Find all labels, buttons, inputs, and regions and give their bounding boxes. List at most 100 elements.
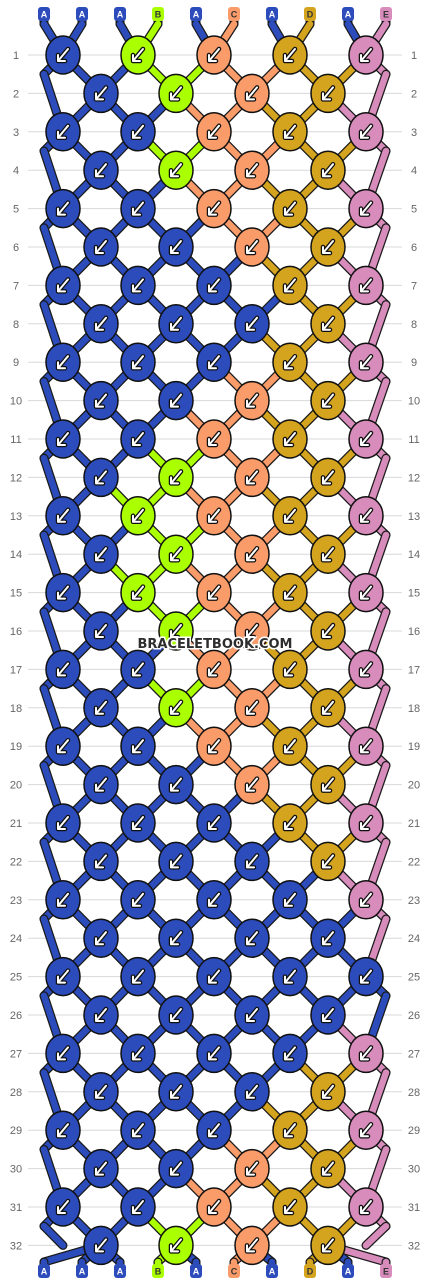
row-label-right: 17 bbox=[408, 664, 420, 676]
knot-arrow-icon bbox=[246, 163, 258, 178]
strand-label-top: A bbox=[345, 10, 352, 20]
knot-arrow-icon bbox=[360, 816, 372, 830]
knot-arrow-icon bbox=[246, 316, 258, 331]
knot-arrow-icon bbox=[322, 931, 334, 946]
knot-arrow-icon bbox=[284, 508, 296, 523]
row-label-right: 2 bbox=[411, 88, 417, 100]
row-label-left: 7 bbox=[13, 280, 19, 292]
row-label-right: 3 bbox=[411, 127, 417, 139]
knot bbox=[158, 611, 194, 651]
knot bbox=[120, 419, 156, 459]
knot-arrow-icon bbox=[95, 316, 107, 331]
strand-label-bottom-chip bbox=[38, 1264, 50, 1278]
knot-arrow-icon bbox=[284, 585, 296, 600]
knot-arrow-icon bbox=[95, 854, 107, 869]
row-label-left: 14 bbox=[10, 549, 22, 561]
row-label-right: 22 bbox=[408, 856, 420, 868]
knot-arrow-icon bbox=[360, 432, 372, 446]
knot bbox=[272, 112, 308, 152]
knot bbox=[348, 112, 384, 152]
knot-arrow-icon bbox=[322, 470, 334, 485]
knot-arrow-icon bbox=[284, 124, 296, 139]
knot bbox=[234, 534, 270, 574]
knot-arrow-icon bbox=[208, 1200, 220, 1214]
row-label-right: 18 bbox=[408, 703, 420, 715]
knot-arrow-icon bbox=[170, 1008, 182, 1022]
knot bbox=[348, 419, 384, 459]
row-label-left: 28 bbox=[10, 1087, 22, 1099]
knot bbox=[348, 956, 384, 997]
knot bbox=[83, 73, 119, 114]
knot-arrow-icon bbox=[246, 1161, 258, 1176]
knot-arrow-icon bbox=[284, 662, 296, 677]
row-label-left: 5 bbox=[13, 204, 19, 216]
knot bbox=[45, 803, 81, 843]
knot bbox=[272, 419, 308, 459]
row-label-right: 21 bbox=[408, 818, 420, 830]
knot-arrow-icon bbox=[322, 393, 334, 408]
knot bbox=[196, 726, 232, 766]
knot-arrow-icon bbox=[208, 739, 220, 754]
strand-label-bottom-chip bbox=[342, 1264, 354, 1278]
row-label-left: 16 bbox=[10, 626, 22, 638]
knot bbox=[158, 534, 194, 574]
knot bbox=[310, 457, 346, 498]
knot bbox=[234, 150, 270, 190]
row-label-right: 7 bbox=[411, 280, 417, 292]
row-label-left: 25 bbox=[10, 972, 22, 984]
knot-arrow-icon bbox=[170, 854, 182, 869]
right-row-labels: 1234567891011121314151617181920212223242… bbox=[408, 50, 420, 1252]
knot-arrow-icon bbox=[322, 1084, 334, 1099]
strand-label-bottom: A bbox=[345, 1267, 352, 1277]
knot bbox=[83, 380, 119, 421]
strand-label-top-chip bbox=[76, 7, 88, 21]
knot-arrow-icon bbox=[132, 892, 144, 907]
strand-label-bottom: B bbox=[155, 1267, 162, 1277]
knot bbox=[83, 688, 119, 728]
knot-arrow-icon bbox=[57, 508, 69, 523]
knot-arrow-icon bbox=[360, 355, 372, 370]
knot bbox=[158, 457, 194, 498]
knot bbox=[83, 995, 119, 1035]
knot bbox=[45, 956, 81, 997]
knot bbox=[348, 496, 384, 536]
knot-arrow-icon bbox=[132, 816, 144, 830]
strand-label-top: A bbox=[79, 10, 86, 20]
strand-label-top: A bbox=[269, 10, 276, 20]
knot bbox=[45, 1110, 81, 1150]
row-label-right: 10 bbox=[408, 396, 420, 408]
row-label-left: 3 bbox=[13, 127, 19, 139]
knot bbox=[196, 188, 232, 229]
knot-arrow-icon bbox=[170, 86, 182, 101]
knot-arrow-icon bbox=[95, 1161, 107, 1176]
knot-arrow-icon bbox=[208, 662, 220, 677]
knot-arrow-icon bbox=[132, 662, 144, 677]
knot bbox=[196, 419, 232, 459]
watermark: BRACELETBOOK.COM bbox=[138, 637, 293, 652]
knot-arrow-icon bbox=[95, 1084, 107, 1099]
knot bbox=[45, 265, 81, 306]
knot bbox=[83, 1225, 119, 1266]
knot-arrow-icon bbox=[246, 547, 258, 562]
knot-arrow-icon bbox=[57, 432, 69, 446]
knot-arrow-icon bbox=[284, 278, 296, 293]
knot bbox=[45, 419, 81, 459]
knot bbox=[83, 227, 119, 267]
knot bbox=[272, 572, 308, 613]
row-label-left: 11 bbox=[10, 434, 21, 446]
knot bbox=[348, 1187, 384, 1227]
knot-arrow-icon bbox=[246, 1084, 258, 1099]
knot bbox=[234, 304, 270, 344]
knot bbox=[45, 1187, 81, 1227]
knot bbox=[310, 841, 346, 882]
knot-arrow-icon bbox=[132, 201, 144, 216]
knot-arrow-icon bbox=[132, 278, 144, 293]
knot bbox=[120, 803, 156, 843]
knot-arrow-icon bbox=[95, 547, 107, 562]
knot bbox=[310, 73, 346, 114]
row-label-left: 26 bbox=[10, 1010, 22, 1022]
knot-arrow-icon bbox=[95, 700, 107, 715]
knot-arrow-icon bbox=[57, 1123, 69, 1138]
knot-arrow-icon bbox=[208, 1046, 220, 1061]
knot bbox=[310, 918, 346, 958]
